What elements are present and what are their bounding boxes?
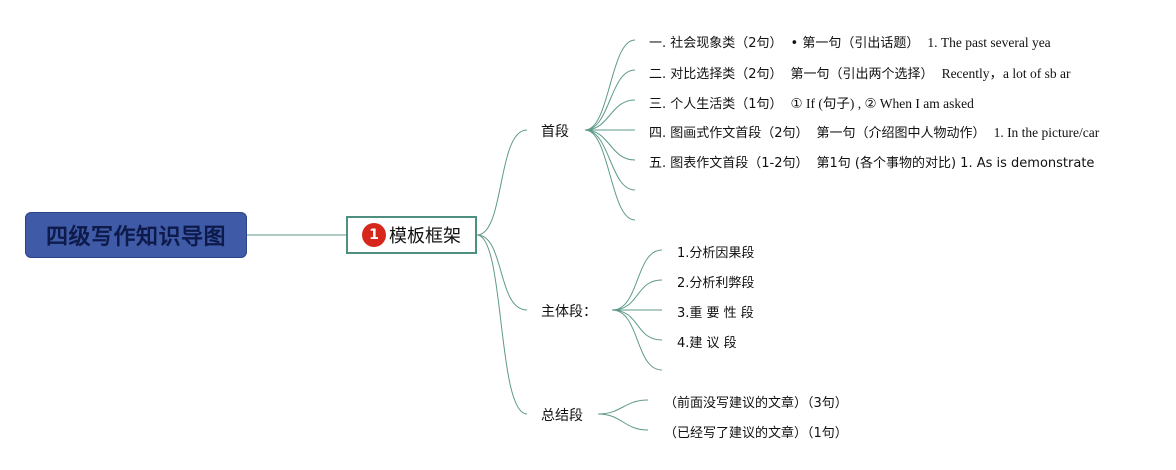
first-item-5[interactable]: 五. 图表作文首段（1-2句）第1句 (各个事物的对比) 1. As is de… — [649, 156, 1095, 171]
section-body-label[interactable]: 主体段： — [541, 304, 597, 320]
link-central-body — [476, 234, 528, 311]
first-item-4[interactable]: 四. 图画式作文首段（2句）第一句（介绍图中人物动作）1. In the pic… — [649, 125, 1100, 141]
first-item-2[interactable]: 二. 对比选择类（2句）第一句（引出两个选择）Recently，a lot of… — [649, 66, 1071, 82]
body-item-3[interactable]: 3.重 要 性 段 — [677, 306, 754, 321]
summary-item-1[interactable]: （前面没写建议的文章）（3句） — [664, 396, 848, 411]
number-badge: 1 — [362, 223, 386, 247]
first-item-1[interactable]: 一. 社会现象类（2句）• 第一句（引出话题）1. The past sever… — [649, 35, 1051, 51]
body-item-1[interactable]: 1.分析因果段 — [677, 246, 755, 261]
first-item-3[interactable]: 三. 个人生活类（1句）① If (句子) , ② When I am aske… — [649, 96, 974, 112]
central-node[interactable]: 1 模板框架 — [346, 216, 477, 254]
link-central-first — [476, 129, 528, 236]
section-first-label[interactable]: 首段 — [541, 124, 569, 140]
section-summary-label[interactable]: 总结段 — [541, 408, 583, 424]
body-item-2[interactable]: 2.分析利弊段 — [677, 276, 755, 291]
root-title: 四级写作知识导图 — [45, 225, 226, 250]
link-central-summary — [476, 234, 528, 415]
root-node[interactable]: 四级写作知识导图 — [25, 212, 247, 258]
summary-item-2[interactable]: （已经写了建议的文章）（1句） — [664, 426, 848, 441]
central-label: 模板框架 — [389, 226, 461, 247]
body-item-4[interactable]: 4.建 议 段 — [677, 336, 737, 351]
